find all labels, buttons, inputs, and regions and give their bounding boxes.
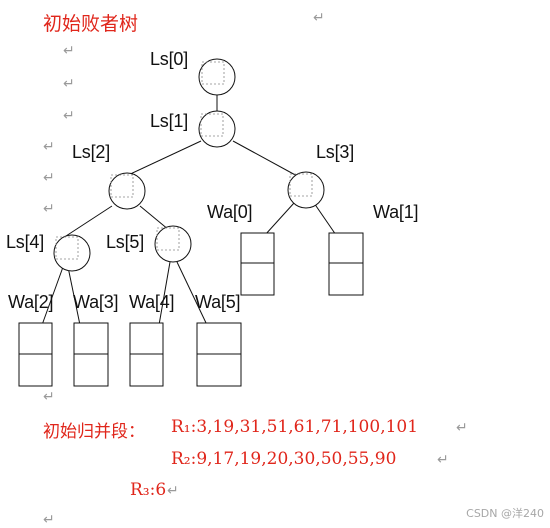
node-label-ls2: Ls[2]: [72, 142, 111, 162]
leaf-label-wa2: Wa[2]: [8, 292, 54, 312]
node-label-ls5: Ls[5]: [106, 232, 145, 252]
return-mark: ↵: [43, 170, 55, 186]
node-label-ls3: Ls[3]: [316, 142, 355, 162]
edge-ls3-wa0: [264, 202, 295, 236]
leaf-label-wa5: Wa[5]: [195, 292, 241, 312]
runs-heading: 初始归并段：: [43, 422, 145, 442]
leaf-label-wa3: Wa[3]: [73, 292, 119, 312]
edge-ls1-ls2: [125, 140, 202, 177]
watermark: CSDN @洋240: [466, 507, 544, 520]
leaf-label-wa0: Wa[0]: [207, 202, 253, 222]
edge-ls1-ls3: [232, 140, 300, 178]
run-r1: R₁:3,19,31,51,61,71,100,101: [171, 417, 419, 437]
node-label-ls0: Ls[0]: [150, 49, 189, 69]
leaf-label-wa4: Wa[4]: [129, 292, 175, 312]
return-mark: ↵: [43, 139, 55, 155]
node-ls4-circle: [53, 234, 91, 272]
edge-ls3-wa1: [313, 202, 337, 236]
node-ls5-circle: [154, 225, 192, 263]
node-ls3-circle: [287, 171, 325, 209]
edge-ls2-ls4: [65, 205, 113, 237]
return-mark: ↵: [63, 43, 75, 59]
node-ls0-circle: [198, 58, 236, 96]
return-mark: ↵: [43, 201, 55, 217]
edge-ls2-ls5: [139, 205, 170, 231]
return-mark: ↵: [313, 10, 325, 26]
edge-ls4-wa3: [67, 266, 81, 326]
return-mark: ↵: [437, 452, 449, 468]
diagram-title: 初始败者树: [43, 13, 139, 35]
edge-ls5-wa4: [158, 261, 171, 326]
leaf-wa0-box: [240, 232, 275, 296]
node-ls1-circle: [198, 110, 236, 148]
return-mark: ↵: [63, 76, 75, 92]
return-mark: ↵: [63, 108, 75, 124]
run-r2: R₂:9,17,19,20,30,50,55,90: [171, 449, 397, 469]
node-ls2-circle: [108, 172, 146, 210]
run-r3: R₃:6: [130, 480, 167, 500]
return-mark: ↵: [456, 420, 468, 436]
edge-ls5-wa5: [176, 261, 208, 326]
return-mark: ↵: [43, 389, 55, 405]
leaf-label-wa1: Wa[1]: [373, 202, 419, 222]
node-label-ls4: Ls[4]: [6, 232, 45, 252]
return-mark: ↵: [167, 483, 179, 499]
return-mark: ↵: [43, 512, 55, 528]
edge-ls4-wa2: [41, 266, 64, 326]
leaf-wa1-box: [328, 232, 364, 296]
node-label-ls1: Ls[1]: [150, 111, 189, 131]
